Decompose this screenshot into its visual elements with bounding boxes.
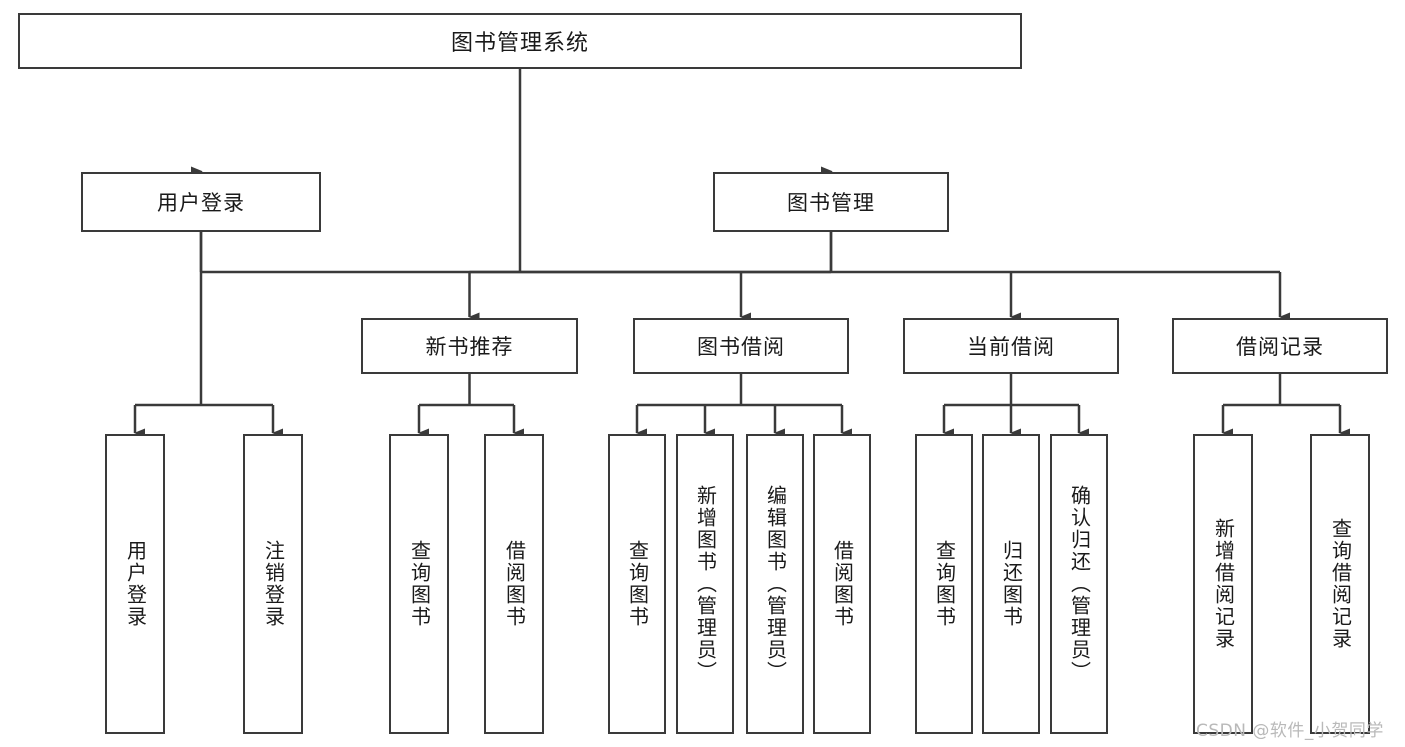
node-leaf-borrow-book-2[interactable]: 借阅图书	[813, 434, 871, 734]
node-label: 用户登录	[157, 191, 245, 215]
node-label: 新增借阅记录	[1211, 518, 1236, 650]
node-l2-new-book[interactable]: 新书推荐	[361, 318, 578, 374]
node-leaf-user-login[interactable]: 用户登录	[105, 434, 165, 734]
node-leaf-add-book[interactable]: 新增图书（管理员）	[676, 434, 734, 734]
node-label: 查询借阅记录	[1328, 518, 1353, 650]
node-root[interactable]: 图书管理系统	[18, 13, 1022, 69]
node-l2-current[interactable]: 当前借阅	[903, 318, 1119, 374]
node-l2-records[interactable]: 借阅记录	[1172, 318, 1388, 374]
node-label: 注销登录	[261, 540, 286, 628]
node-label: 归还图书	[999, 540, 1024, 628]
node-label: 用户登录	[123, 540, 148, 628]
node-leaf-return-book[interactable]: 归还图书	[982, 434, 1040, 734]
node-leaf-query-book-3[interactable]: 查询图书	[915, 434, 973, 734]
node-leaf-query-record[interactable]: 查询借阅记录	[1310, 434, 1370, 734]
node-label: 图书管理	[787, 191, 875, 215]
node-label: 新增图书（管理员）	[693, 485, 718, 683]
node-label: 图书管理系统	[450, 31, 589, 56]
node-leaf-query-book-2[interactable]: 查询图书	[608, 434, 666, 734]
node-label: 查询图书	[625, 540, 650, 628]
node-l1-book-mgmt[interactable]: 图书管理	[713, 172, 949, 232]
node-l1-login[interactable]: 用户登录	[81, 172, 321, 232]
node-label: 查询图书	[932, 540, 957, 628]
node-label: 确认归还（管理员）	[1067, 485, 1092, 683]
node-label: 图书借阅	[697, 335, 785, 359]
node-leaf-query-book-1[interactable]: 查询图书	[389, 434, 449, 734]
node-leaf-edit-book[interactable]: 编辑图书（管理员）	[746, 434, 804, 734]
node-label: 查询图书	[407, 540, 432, 628]
node-label: 新书推荐	[425, 335, 514, 359]
node-label: 编辑图书（管理员）	[763, 485, 788, 683]
node-label: 当前借阅	[967, 335, 1055, 359]
csdn-watermark: CSDN @软件_小贺同学	[1196, 721, 1384, 741]
node-label: 借阅记录	[1236, 335, 1324, 359]
node-leaf-borrow-book-1[interactable]: 借阅图书	[484, 434, 544, 734]
node-l2-borrow[interactable]: 图书借阅	[633, 318, 849, 374]
node-label: 借阅图书	[502, 540, 527, 628]
node-leaf-add-record[interactable]: 新增借阅记录	[1193, 434, 1253, 734]
node-leaf-confirm-return[interactable]: 确认归还（管理员）	[1050, 434, 1108, 734]
node-leaf-user-logout[interactable]: 注销登录	[243, 434, 303, 734]
node-label: 借阅图书	[830, 540, 855, 628]
